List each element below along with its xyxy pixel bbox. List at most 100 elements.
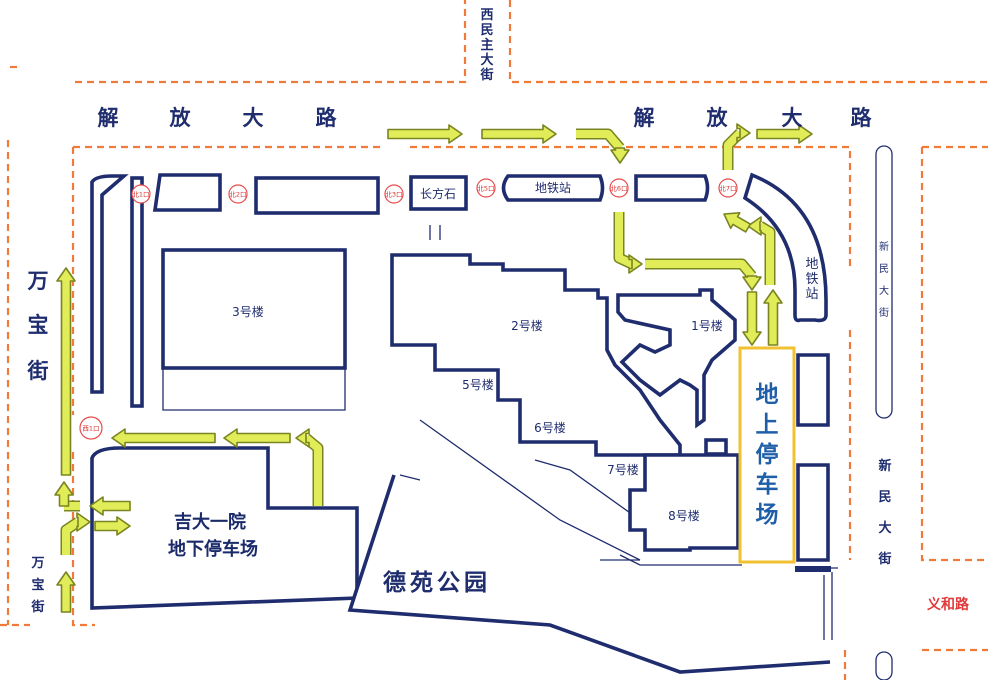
building-2-group — [390, 253, 682, 457]
arrow-down-6-head — [628, 254, 643, 274]
buildings — [90, 145, 893, 680]
arrow-west-underground — [89, 496, 131, 516]
north-long-building — [254, 176, 380, 215]
svg-text:站: 站 — [805, 287, 818, 302]
svg-text:停: 停 — [756, 441, 779, 468]
svg-text:放: 放 — [169, 106, 192, 130]
svg-text:西1口: 西1口 — [82, 425, 99, 433]
right-oval-lower — [875, 651, 893, 680]
surface-parking-border — [738, 346, 796, 564]
svg-text:北7口: 北7口 — [719, 185, 736, 193]
svg-text:新: 新 — [878, 458, 891, 474]
metro-station-box — [501, 174, 605, 202]
gate-north-2: 北2口 — [228, 184, 248, 204]
svg-text:宝: 宝 — [31, 577, 44, 593]
arrow-exit-north-7-shaft — [724, 130, 743, 170]
arrow-to-parking-head — [742, 275, 762, 291]
building-1 — [616, 288, 737, 429]
thin-lines — [419, 225, 838, 640]
surface-parking-label: 地 上 停 车 场 — [756, 382, 779, 528]
svg-text:铁: 铁 — [805, 272, 818, 287]
svg-text:上: 上 — [756, 412, 779, 438]
svg-text:街: 街 — [30, 599, 44, 615]
deyuan-park-label: 德苑公园 — [383, 569, 491, 596]
svg-text:主: 主 — [480, 37, 493, 53]
arrow-down-parking — [742, 291, 762, 346]
arrow-north-wanbao — [56, 267, 76, 476]
arrow-up-right-shaft — [757, 222, 774, 285]
svg-text:地: 地 — [756, 382, 779, 408]
svg-text:大: 大 — [480, 52, 493, 68]
park-outline — [347, 474, 831, 674]
gate-north-7: 北7口 — [718, 178, 738, 198]
svg-text:宝: 宝 — [28, 313, 49, 337]
arrow-exit-north-7-head — [736, 123, 751, 143]
building-8 — [628, 453, 740, 552]
gates: 北1口 北2口 北3口 北5口 北6口 北7口 西1口 — [79, 178, 738, 440]
svg-text:万: 万 — [27, 269, 49, 293]
building-labels: 3号楼 2号楼 1号楼 5号楼 6号楼 7号楼 8号楼 长方石 地铁站 地 铁 … — [232, 181, 818, 523]
arrow-up-right-head — [747, 216, 762, 236]
arrow-up-internal-shaft — [303, 434, 322, 506]
gate-west-1: 西1口 — [79, 416, 103, 440]
svg-text:北3口: 北3口 — [385, 191, 402, 199]
building-3-label: 3号楼 — [232, 304, 264, 319]
xinmin-street-upper-label: 新 民 大 街 — [879, 240, 889, 319]
arrow-down-6-shaft — [615, 212, 634, 268]
metro-station-right — [742, 172, 828, 323]
building-5-label: 5号楼 — [462, 377, 494, 392]
svg-text:路: 路 — [316, 106, 338, 130]
gate-north-1: 北1口 — [131, 184, 151, 204]
svg-text:路: 路 — [851, 106, 873, 130]
metro-station-label: 地铁站 — [535, 181, 571, 195]
svg-text:场: 场 — [756, 502, 779, 528]
svg-text:街: 街 — [27, 359, 49, 383]
svg-text:大: 大 — [782, 106, 803, 130]
arrow-east-2 — [481, 124, 557, 144]
arrow-west-1 — [111, 428, 216, 448]
road-labels: 解 放 大 路 解 放 大 路 万 宝 街 万 宝 街 西 民 主 大 街 — [27, 8, 970, 615]
building-7-label: 7号楼 — [607, 462, 639, 477]
svg-text:街: 街 — [879, 306, 889, 319]
svg-text:北1口: 北1口 — [132, 191, 149, 199]
building-7-tail — [704, 438, 728, 456]
left-strip-building — [90, 174, 129, 394]
jiefang-road-left-label: 解 放 大 路 — [98, 106, 338, 130]
yihe-road-label: 义和路 — [927, 596, 970, 613]
xinmin-street-lower-label: 新 民 大 街 — [877, 458, 891, 567]
arrow-enter-underground-head — [76, 512, 91, 532]
strip-building — [130, 176, 144, 408]
svg-text:西: 西 — [480, 8, 493, 23]
arrow-east-3 — [756, 124, 813, 144]
parking-labels: 吉大一院 地下停车场 地 上 停 车 场 德苑公园 — [168, 382, 779, 596]
jiefang-road-right-label: 解 放 大 路 — [634, 106, 873, 130]
metro-station-right-label: 地 铁 站 — [805, 257, 818, 302]
arrow-west-2 — [223, 428, 291, 448]
building-8-label: 8号楼 — [668, 508, 700, 523]
gate-north-3: 北3口 — [384, 184, 404, 204]
arrow-enter-underground-shaft — [62, 518, 81, 555]
svg-text:大: 大 — [243, 106, 264, 130]
svg-text:民: 民 — [480, 23, 493, 38]
arrow-up-parking — [763, 289, 783, 346]
traffic-arrows — [54, 123, 813, 613]
building-3 — [161, 248, 347, 370]
wanbao-street-lower-label: 万 宝 街 — [30, 556, 44, 615]
building-6-label: 6号楼 — [534, 420, 566, 435]
svg-text:大: 大 — [878, 520, 891, 536]
right-oval-upper — [875, 145, 893, 419]
changfangshi-box — [409, 175, 468, 211]
arrow-to-gate-7 — [723, 212, 752, 233]
svg-text:大: 大 — [879, 284, 889, 297]
underground-parking-line2: 地下停车场 — [168, 538, 258, 560]
wanbao-street-upper-label: 万 宝 街 — [27, 269, 49, 383]
parking-gate-bar — [795, 566, 831, 572]
arrow-to-parking-shaft — [645, 260, 756, 279]
ximinzhu-street-label: 西 民 主 大 街 — [479, 8, 493, 83]
arrow-turn-north-6-shaft — [576, 130, 624, 151]
underground-parking-line1: 吉大一院 — [174, 511, 246, 533]
changfangshi-label: 长方石 — [420, 186, 456, 201]
svg-text:万: 万 — [30, 556, 44, 571]
svg-text:街: 街 — [877, 551, 891, 567]
